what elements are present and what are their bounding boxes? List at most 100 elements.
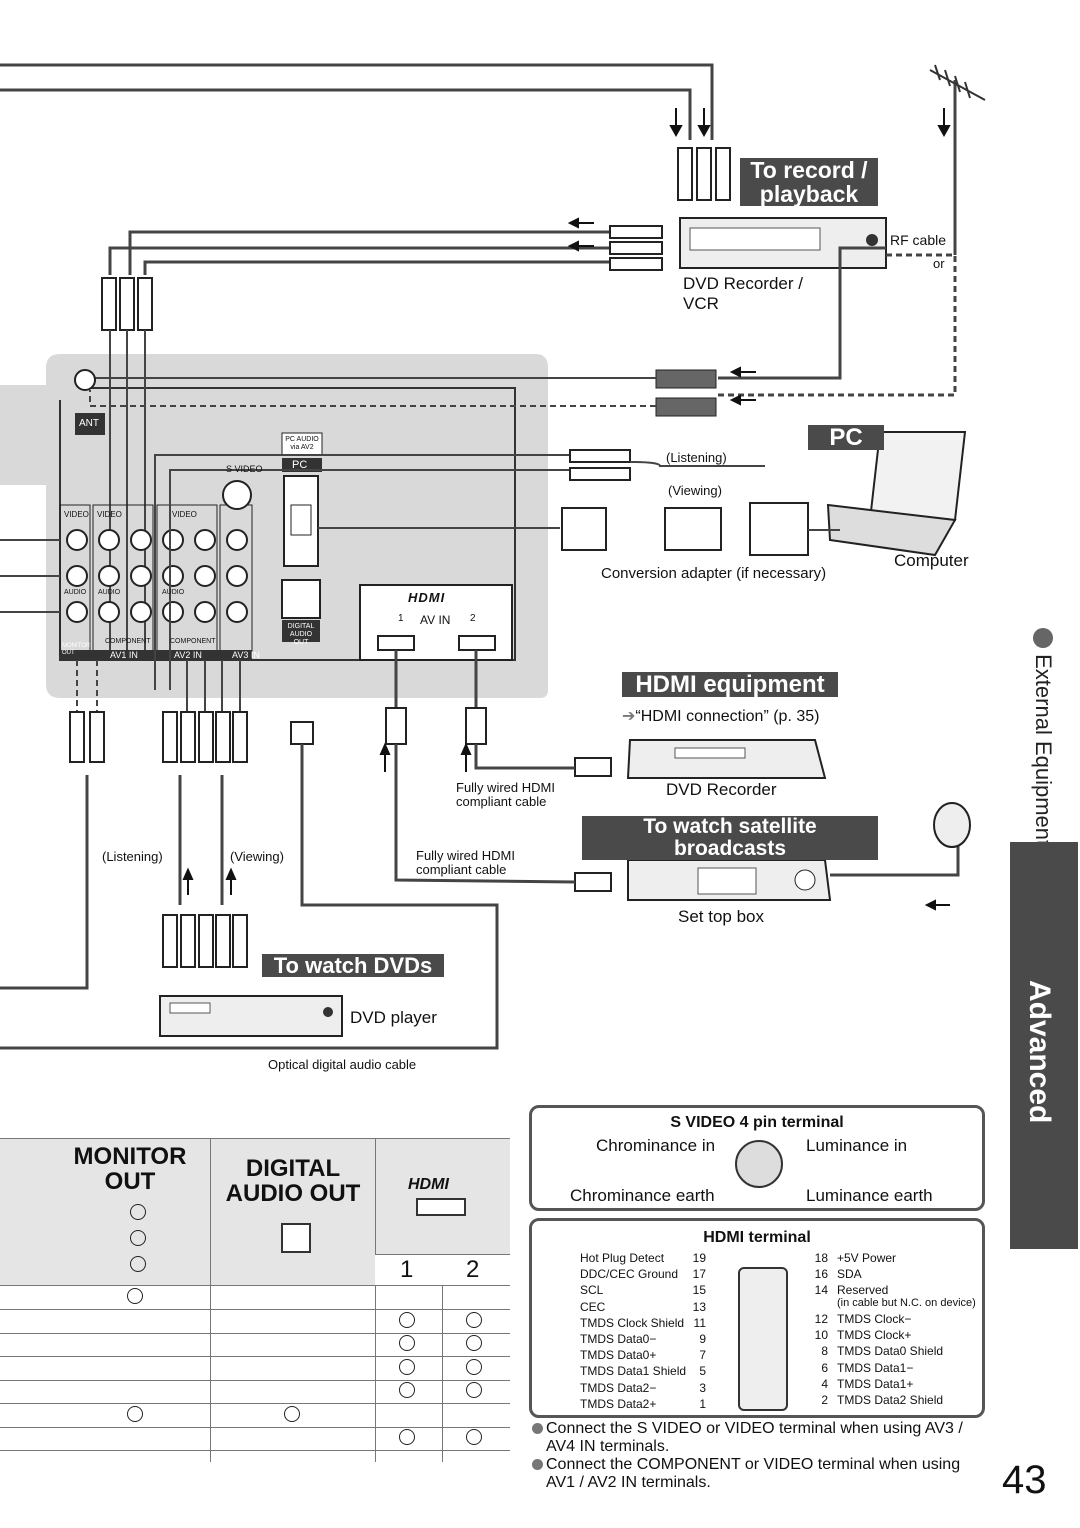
note-1: Connect the S VIDEO or VIDEO terminal wh…: [532, 1420, 982, 1456]
hdmi-pin-number: 14: [814, 1283, 828, 1297]
check-circle-icon: [399, 1311, 415, 1328]
pc-audio-label: PC AUDIO via AV2: [285, 436, 319, 451]
table-row: [0, 1379, 510, 1381]
notes: Connect the S VIDEO or VIDEO terminal wh…: [532, 1420, 982, 1492]
hdmi-pin-number: 17: [692, 1267, 706, 1282]
digital-audio-out-header: DIGITAL AUDIO OUT: [225, 1155, 361, 1207]
hdmi-pin-number: 15: [692, 1283, 706, 1298]
hdmi-port-header-icon: [416, 1198, 466, 1216]
hdmi-pin-name: DDC/CEC Ground: [580, 1267, 679, 1282]
optical-terminal-icon: [281, 1223, 311, 1253]
hdmi-pin-name: TMDS Data0+: [580, 1348, 657, 1363]
hdmi-connector-icon: [738, 1267, 788, 1411]
computer-label: Computer: [894, 551, 969, 570]
rf-cable-label: RF cable: [890, 232, 947, 248]
hdmi-pin-number: 2: [821, 1393, 828, 1407]
check-circle-icon: [399, 1335, 415, 1351]
digital-audio-out-panel-label: DIGITAL AUDIO OUT: [287, 623, 315, 646]
hdmi-2-header: 2: [466, 1256, 480, 1283]
hdmi-pin-number: 10: [814, 1328, 828, 1342]
audio-label-2: AUDIO: [98, 589, 121, 596]
hdmi-pin-name: TMDS Data1 Shield: [580, 1364, 687, 1379]
dvds-banner: To watch DVDs: [262, 954, 444, 977]
hdmi-pin-name: TMDS Data0−: [580, 1332, 657, 1346]
hdmi-1-header: 1: [400, 1256, 414, 1283]
check-circle-icon: [399, 1382, 415, 1398]
hdmi-pin-number: 8: [821, 1344, 828, 1358]
listening-label: (Listening): [102, 849, 163, 864]
check-circle-icon: [284, 1405, 300, 1422]
av3-in-label: AV3 IN: [232, 650, 260, 660]
check-circle-icon: [466, 1311, 482, 1328]
check-circle-icon: [466, 1382, 482, 1398]
check-circle-icon: [466, 1335, 482, 1351]
table-row: [0, 1309, 510, 1310]
hdmi-terminal-title: HDMI terminal: [703, 1229, 811, 1246]
av1-in-label: AV1 IN: [110, 650, 138, 660]
hdmi-pin-number: 6: [821, 1361, 828, 1375]
table-row: [0, 1332, 510, 1334]
hdmi-pin-name: Hot Plug Detect: [580, 1251, 665, 1265]
av-in-label: AV IN: [420, 613, 451, 627]
check-circle-icon: [466, 1358, 482, 1375]
av2-in-label: AV2 IN: [174, 650, 202, 660]
hdmi-pin-name: TMDS Data1+: [837, 1377, 914, 1391]
dvd-recorder-label: DVD Recorder: [666, 780, 777, 799]
section-title: External Equipment: [1030, 628, 1056, 846]
or-label: or: [933, 256, 945, 271]
svideo-terminal-box: S VIDEO 4 pin terminal Chrominance in Lu…: [529, 1105, 985, 1211]
hdmi-pin-number: 4: [821, 1377, 828, 1391]
check-circle-icon: [466, 1429, 482, 1445]
pc-viewing-label: (Viewing): [668, 483, 722, 498]
hdmi-port1-label: 1: [398, 613, 404, 624]
set-top-box-label: Set top box: [678, 907, 765, 926]
hdmi-logo-header-icon: HDMI: [408, 1176, 449, 1193]
hdmi-pin-name: TMDS Data2+: [580, 1396, 657, 1411]
hdmi-pin-name: CEC: [580, 1299, 606, 1314]
dvd-recorder-vcr-label: DVD Recorder / VCR: [683, 274, 803, 313]
bullet-icon: [532, 1459, 543, 1470]
hdmi-pin-number: 5: [699, 1364, 706, 1379]
audio-label-3: AUDIO: [162, 589, 185, 596]
hdmi-pin-number: 1: [699, 1396, 706, 1411]
reserved-note: (in cable but N.C. on device): [837, 1297, 976, 1309]
component-label-2: COMPONENT: [170, 638, 216, 645]
satellite-banner: To watch satellite broadcasts: [582, 815, 878, 861]
table-row: [0, 1403, 510, 1404]
fully-wired-1: Fully wired HDMI compliant cable: [456, 780, 555, 809]
hdmi-terminal-box: HDMI terminal Hot Plug Detect 1 9 DDC/CEC G…: [529, 1218, 985, 1418]
table-row: [0, 1450, 510, 1451]
fully-wired-2: Fully wired HDMI compliant cable: [416, 848, 515, 877]
advanced-tab-label: Advanced: [1023, 980, 1056, 1124]
hdmi-connection-ref: ➔“HDMI connection” (p. 35): [622, 708, 820, 725]
hdmi-pin-number: 11: [693, 1315, 706, 1330]
table-row: [0, 1426, 510, 1428]
hdmi-pin-number: 18: [814, 1251, 828, 1265]
check-circle-icon: [399, 1429, 415, 1445]
video-label-3: VIDEO: [172, 510, 197, 519]
note-2: Connect the COMPONENT or VIDEO terminal …: [532, 1456, 982, 1492]
hdmi-pin-name: +5V Power: [837, 1251, 897, 1265]
check-circle-icon: [127, 1288, 143, 1304]
hdmi-pin-name: SDA: [837, 1267, 862, 1281]
hdmi-pin-number: 3: [699, 1380, 706, 1395]
bullet-icon: [532, 1423, 543, 1434]
hdmi-pin-number: 7: [699, 1348, 706, 1363]
video-label-2: VIDEO: [97, 510, 122, 519]
hdmi-pin-number: 9: [699, 1332, 706, 1346]
side-tab[interactable]: [1010, 842, 1078, 1249]
dvd-player-label: DVD player: [350, 1008, 437, 1027]
page-number: 43: [1002, 1458, 1047, 1502]
arrow-right-icon: ➔: [622, 708, 636, 725]
hdmi-port2-label: 2: [470, 613, 476, 624]
luma-earth-label: Luminance earth: [806, 1186, 933, 1205]
video-label-1: VIDEO: [64, 510, 89, 519]
bullet-icon: [1033, 628, 1053, 648]
hdmi-pin-number: 12: [814, 1312, 828, 1326]
connection-diagram: [0, 63, 986, 1050]
hdmi-pin-number: 16: [814, 1267, 828, 1281]
conversion-adapter-label: Conversion adapter (if necessary): [601, 565, 827, 582]
check-circle-icon: [399, 1358, 415, 1375]
monitor-out-terminal-icons: [130, 1204, 146, 1272]
pc-panel-label: PC: [292, 459, 308, 471]
